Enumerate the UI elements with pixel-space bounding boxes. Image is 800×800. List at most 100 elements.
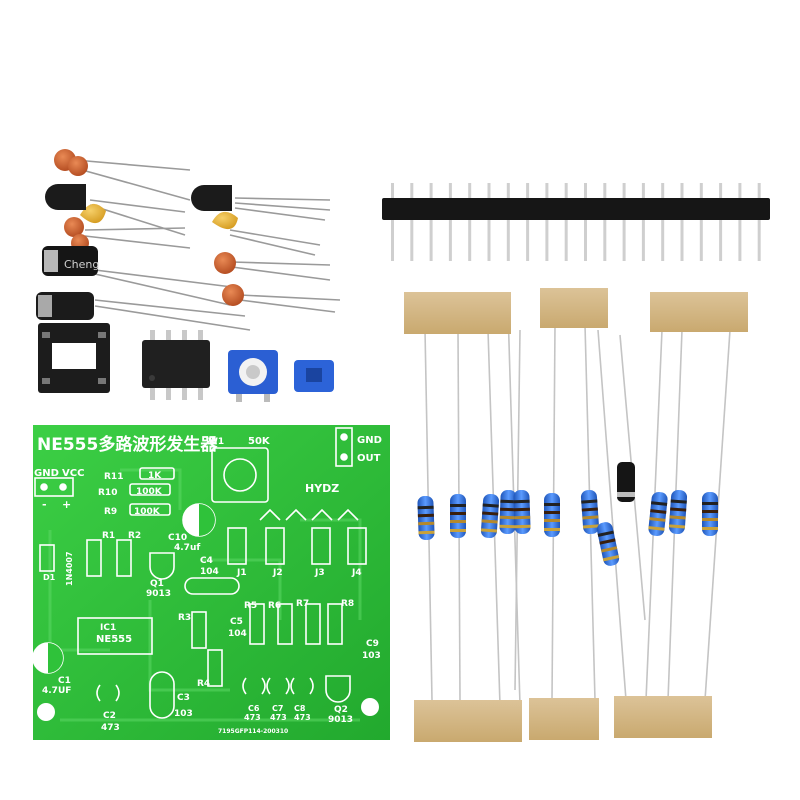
svg-text:C8: C8 — [294, 704, 306, 713]
pcb-title: NE555多路波形发生器 — [37, 434, 218, 455]
svg-text:R6: R6 — [268, 601, 281, 611]
header-pin — [545, 183, 549, 261]
header-pin — [738, 183, 742, 261]
svg-text:R2: R2 — [128, 531, 141, 541]
svg-text:9013: 9013 — [146, 589, 171, 599]
svg-text:104: 104 — [228, 629, 247, 639]
svg-text:9013: 9013 — [328, 715, 353, 725]
svg-text:103: 103 — [174, 709, 193, 719]
svg-text:4.7uf: 4.7uf — [174, 543, 200, 553]
header-pin — [468, 183, 472, 261]
svg-text:C1: C1 — [58, 676, 71, 686]
resistor — [499, 489, 517, 535]
header-pin — [448, 183, 452, 261]
resistor — [544, 493, 560, 537]
svg-text:C5: C5 — [230, 617, 243, 627]
svg-text:VCC: VCC — [62, 468, 84, 479]
header-pin — [641, 183, 645, 261]
svg-text:Q2: Q2 — [334, 705, 348, 715]
header-pin — [391, 183, 394, 261]
svg-text:R3: R3 — [178, 613, 191, 623]
pin-header — [382, 183, 770, 261]
header-pin — [757, 183, 761, 261]
svg-text:J2: J2 — [272, 568, 283, 578]
header-pin — [564, 183, 568, 261]
ne555-chip — [142, 330, 210, 400]
resistor — [450, 494, 466, 538]
header-pin — [506, 183, 510, 261]
svg-text:473: 473 — [294, 713, 311, 722]
svg-text:GND: GND — [34, 468, 59, 479]
trimmer-potentiometer — [228, 350, 278, 402]
svg-text:473: 473 — [244, 713, 261, 722]
svg-text:R4: R4 — [197, 679, 210, 689]
svg-text:C3: C3 — [177, 693, 190, 703]
svg-text:C4: C4 — [200, 556, 213, 566]
resistor — [417, 495, 435, 541]
svg-text:C9: C9 — [366, 639, 379, 649]
resistor — [702, 492, 718, 536]
svg-text:104: 104 — [200, 567, 219, 577]
svg-text:W1: W1 — [208, 437, 224, 447]
svg-text:1N4007: 1N4007 — [65, 551, 74, 586]
svg-text:100K: 100K — [134, 507, 161, 517]
svg-text:J3: J3 — [314, 568, 325, 578]
svg-text:R7: R7 — [296, 599, 309, 609]
jumper-cap — [294, 360, 334, 392]
svg-text:473: 473 — [101, 723, 120, 733]
svg-text:1K: 1K — [148, 471, 162, 481]
pcb-footprints — [32, 427, 367, 719]
svg-text:C10: C10 — [168, 533, 187, 543]
ic-socket — [38, 323, 110, 393]
svg-text:Q1: Q1 — [150, 579, 164, 589]
header-pin — [699, 183, 703, 261]
svg-text:-: - — [42, 498, 47, 511]
svg-text:IC1: IC1 — [100, 623, 116, 633]
header-pin — [622, 183, 626, 261]
electrolytic-label: Cheng — [64, 258, 99, 271]
svg-text:D1: D1 — [43, 573, 56, 582]
header-pin — [584, 183, 587, 261]
transistors-loose — [45, 184, 232, 211]
svg-text:OUT: OUT — [357, 453, 381, 464]
pcb-silkscreen: NE555多路波形发生器 W1 50K GND OUT GND VCC - + … — [34, 434, 382, 735]
svg-text:+: + — [62, 498, 71, 511]
resistors — [417, 489, 718, 566]
header-pin — [487, 183, 491, 261]
header-pin — [680, 183, 684, 261]
header-pin — [719, 183, 723, 261]
svg-text:R8: R8 — [341, 599, 354, 609]
svg-text:7195GFP114-200310: 7195GFP114-200310 — [218, 728, 288, 735]
header-pin — [526, 183, 530, 261]
svg-text:NE555: NE555 — [96, 634, 132, 645]
svg-text:J1: J1 — [236, 568, 247, 578]
svg-text:R1: R1 — [102, 531, 115, 541]
header-pin — [429, 183, 433, 261]
tape-strips — [404, 288, 748, 742]
svg-text:100K: 100K — [136, 487, 163, 497]
resistor — [596, 522, 620, 566]
svg-text:J4: J4 — [351, 568, 362, 578]
svg-text:GND: GND — [357, 435, 382, 446]
diode-1n4007 — [617, 462, 635, 502]
svg-text:HYDZ: HYDZ — [305, 482, 339, 495]
svg-text:50K: 50K — [248, 436, 271, 447]
header-pin — [410, 183, 414, 261]
resistor — [480, 493, 500, 539]
svg-text:R10: R10 — [98, 488, 117, 498]
resistor — [668, 489, 688, 535]
ceramic-capacitors — [54, 149, 244, 306]
pin-header-body — [382, 198, 770, 220]
electrolytic-capacitors: Cheng — [36, 246, 99, 320]
resistor — [580, 489, 600, 535]
resistor — [513, 489, 531, 535]
resistor — [648, 491, 668, 537]
header-pin — [661, 183, 665, 261]
svg-text:C2: C2 — [103, 711, 116, 721]
capacitor-transistor-leads — [74, 159, 341, 331]
svg-text:C7: C7 — [272, 704, 283, 713]
svg-text:C6: C6 — [248, 704, 260, 713]
svg-text:473: 473 — [270, 713, 287, 722]
svg-text:103: 103 — [362, 651, 381, 661]
